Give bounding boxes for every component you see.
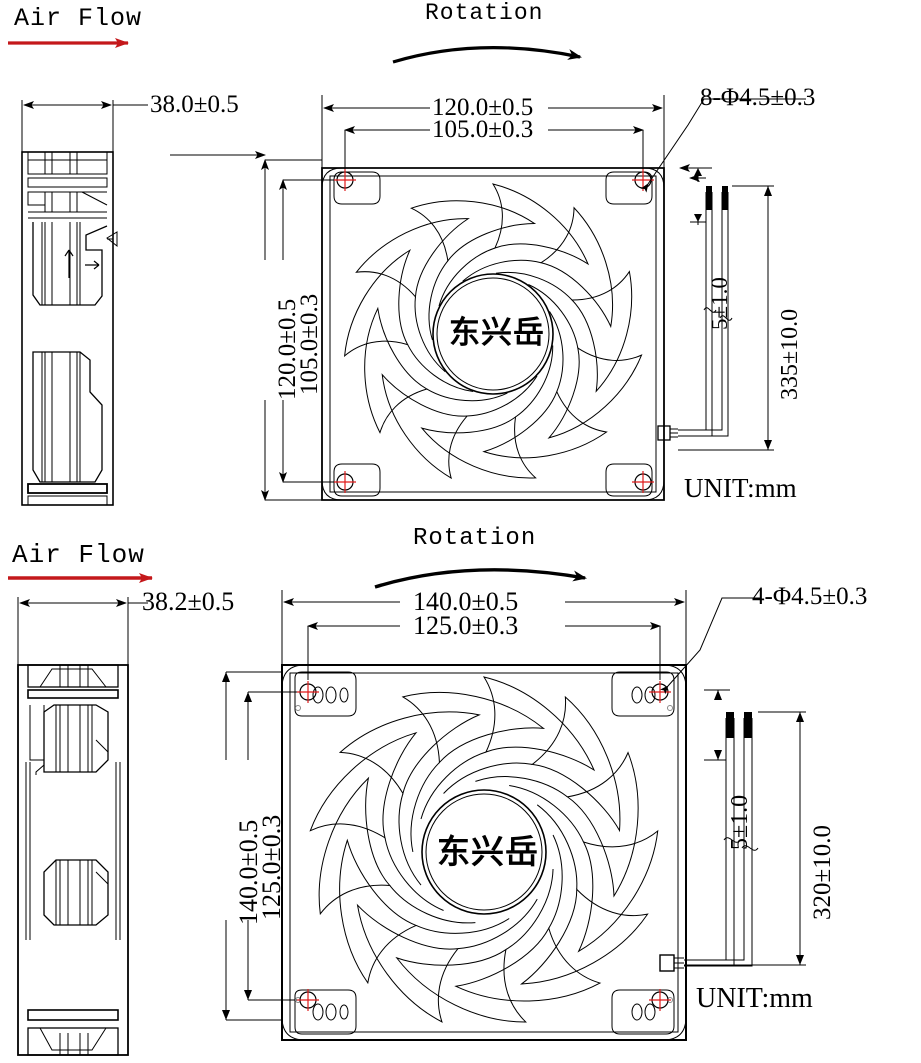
dim-thickness-top [21, 100, 148, 152]
hub-logo-bottom: 东兴岳 [437, 832, 539, 871]
hub-logo-top: 东兴岳 [449, 315, 545, 351]
dim-width-outer-top-text: 120.0±0.5 [432, 94, 534, 121]
wire-detail-top [657, 164, 774, 451]
dim-height-pitch-bottom-text: 125.0±0.3 [257, 814, 286, 920]
dim-width-pitch-bottom-text: 125.0±0.3 [413, 611, 519, 640]
fan-frame-bottom [281, 664, 687, 1041]
hole-callout-leader-top [640, 98, 806, 193]
wire-length-top-text: 335±10.0 [777, 308, 803, 400]
dim-width-outer-bottom-text: 140.0±0.5 [413, 587, 519, 616]
hole-callout-leader-bottom [660, 597, 760, 695]
fan-blades-bottom [309, 676, 659, 1023]
dim-width-bottom [281, 590, 687, 680]
rotation-arc-top [392, 46, 582, 64]
fan-hub-bottom [421, 789, 547, 915]
unit-note-top: UNIT:mm [684, 473, 797, 503]
dim-height-bottom [222, 671, 308, 1021]
fan-hub-top [432, 273, 554, 395]
hole-callout-top-text: 8-Φ4.5±0.3 [700, 84, 816, 111]
dim-height-top [170, 151, 345, 501]
hole-callout-bottom-text: 4-Φ4.5±0.3 [752, 583, 868, 610]
dim-thickness-top-text: 38.0±0.5 [150, 91, 239, 118]
rotation-label-bottom: Rotation [413, 525, 537, 552]
dim-width-pitch-top-text: 105.0±0.3 [432, 116, 534, 143]
fan-blades-top [343, 183, 643, 480]
air-flow-label-top: Air Flow [14, 4, 143, 33]
unit-note-bottom: UNIT:mm [696, 983, 813, 1014]
dim-thickness-bottom-text: 38.2±0.5 [142, 587, 235, 616]
dim-height-pitch-top-text: 105.0±0.3 [296, 293, 323, 395]
wire-strip-length-bottom-text: 5±1.0 [727, 794, 753, 850]
wire-strip-length-top-text: 5±1.0 [707, 277, 732, 330]
fan-profile-view-bottom [17, 664, 129, 1056]
rotation-arc-bottom [374, 568, 587, 589]
rotation-label-top: Rotation [425, 0, 544, 26]
dim-thickness-bottom [17, 597, 148, 665]
wire-length-bottom-text: 320±10.0 [809, 825, 836, 920]
air-flow-label-bottom: Air Flow [12, 540, 145, 570]
fan-profile-view-top [21, 151, 118, 506]
fan-frame-top [321, 167, 665, 501]
wire-detail-bottom [659, 689, 806, 972]
